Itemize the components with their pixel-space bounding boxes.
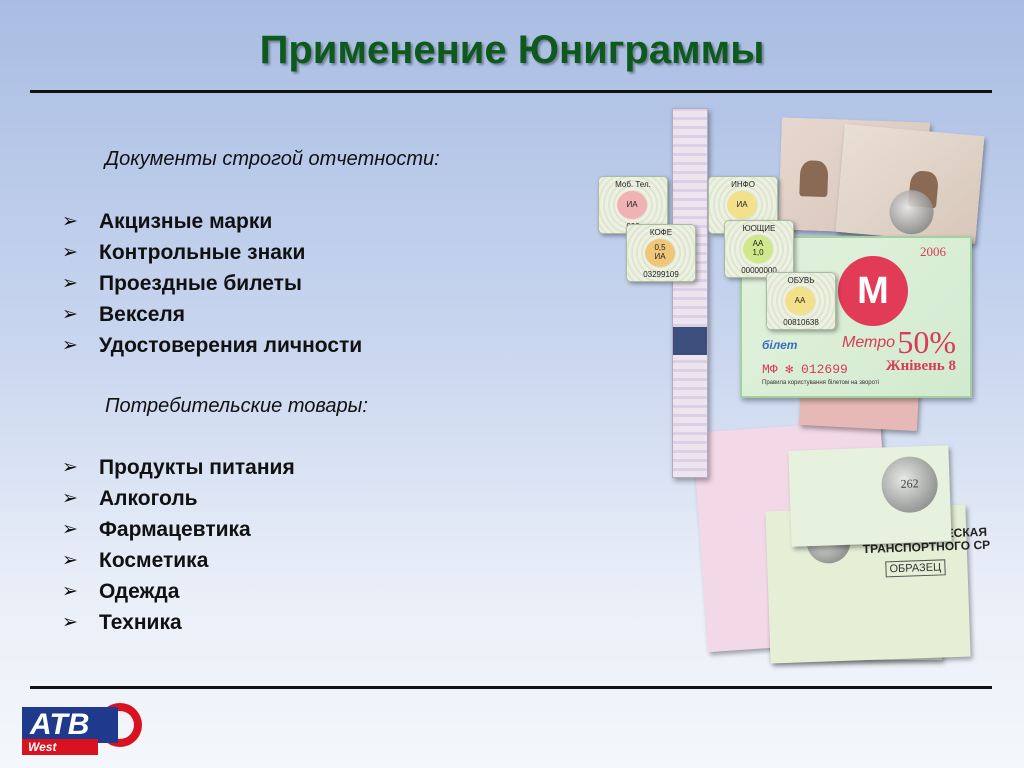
slide-title: Применение Юниграммы: [259, 28, 765, 72]
excise-stamp: КОФЕ 0,5 ИА 03299109: [626, 224, 696, 282]
metro-logo-icon: М: [838, 256, 908, 326]
ticket-metro-word: Метро: [842, 334, 895, 351]
logo-arc: [98, 703, 142, 747]
list-item: ➢Удостоверения личности: [62, 330, 362, 361]
excise-stamp: ОБУВЬ АА 00810638: [766, 272, 836, 330]
bottom-divider: [30, 686, 992, 689]
arrow-bullet-icon: ➢: [62, 581, 78, 602]
list-item: ➢Проездные билеты: [62, 268, 362, 299]
arrow-bullet-icon: ➢: [62, 550, 78, 571]
hologram-262: 262: [880, 455, 939, 514]
arrow-bullet-icon: ➢: [62, 488, 78, 509]
security-documents-collage: ДИАГНОСТИЧЕСКАЯ ТРАНСПОРТНОГО СР ОБРАЗЕЦ…: [590, 108, 990, 668]
ticket-number: МФ ✻ 012699: [762, 362, 848, 377]
arrow-bullet-icon: ➢: [62, 273, 78, 294]
section-heading-documents: Документы строгой отчетности:: [105, 148, 440, 170]
section-heading-consumer-goods: Потребительские товары:: [105, 395, 368, 417]
excise-stamp: ЮОЩИЕ АА 1,0 00000000: [724, 220, 794, 278]
consumer-goods-list: ➢Продукты питания ➢Алкоголь ➢Фармацевтик…: [62, 452, 295, 638]
arrow-bullet-icon: ➢: [62, 211, 78, 232]
arrow-bullet-icon: ➢: [62, 335, 78, 356]
photo: [799, 160, 829, 198]
id-card-document: [835, 124, 985, 244]
top-divider: [30, 90, 992, 93]
arrow-bullet-icon: ➢: [62, 304, 78, 325]
atb-west-logo: ATB West: [22, 701, 144, 761]
arrow-bullet-icon: ➢: [62, 612, 78, 633]
list-item: ➢Техника: [62, 607, 295, 638]
list-item: ➢Косметика: [62, 545, 295, 576]
arrow-bullet-icon: ➢: [62, 457, 78, 478]
list-item: ➢Фармацевтика: [62, 514, 295, 545]
ticket-discount: 50%: [897, 324, 956, 360]
sample-stamp: ОБРАЗЕЦ: [885, 559, 946, 578]
arrow-bullet-icon: ➢: [62, 242, 78, 263]
ticket-label: білет: [762, 338, 798, 352]
security-thread-strip: [672, 108, 708, 478]
certificate-document: 262: [788, 445, 952, 547]
arrow-bullet-icon: ➢: [62, 519, 78, 540]
ticket-month: Жнівень 8: [885, 358, 956, 374]
strip-band: [673, 327, 707, 355]
logo-main: ATB: [22, 707, 118, 743]
ticket-year: 2006: [920, 244, 946, 259]
list-item: ➢Продукты питания: [62, 452, 295, 483]
list-item: ➢Алкоголь: [62, 483, 295, 514]
ticket-rules: Правила користування білетом на звороті: [762, 380, 879, 386]
logo-sub: West: [22, 739, 98, 755]
list-item: ➢Контрольные знаки: [62, 237, 362, 268]
list-item: ➢Векселя: [62, 299, 362, 330]
documents-list: ➢Акцизные марки ➢Контрольные знаки ➢Прое…: [62, 206, 362, 361]
list-item: ➢Акцизные марки: [62, 206, 362, 237]
excise-stamp: ИНФО ИА 000: [708, 176, 778, 234]
list-item: ➢Одежда: [62, 576, 295, 607]
